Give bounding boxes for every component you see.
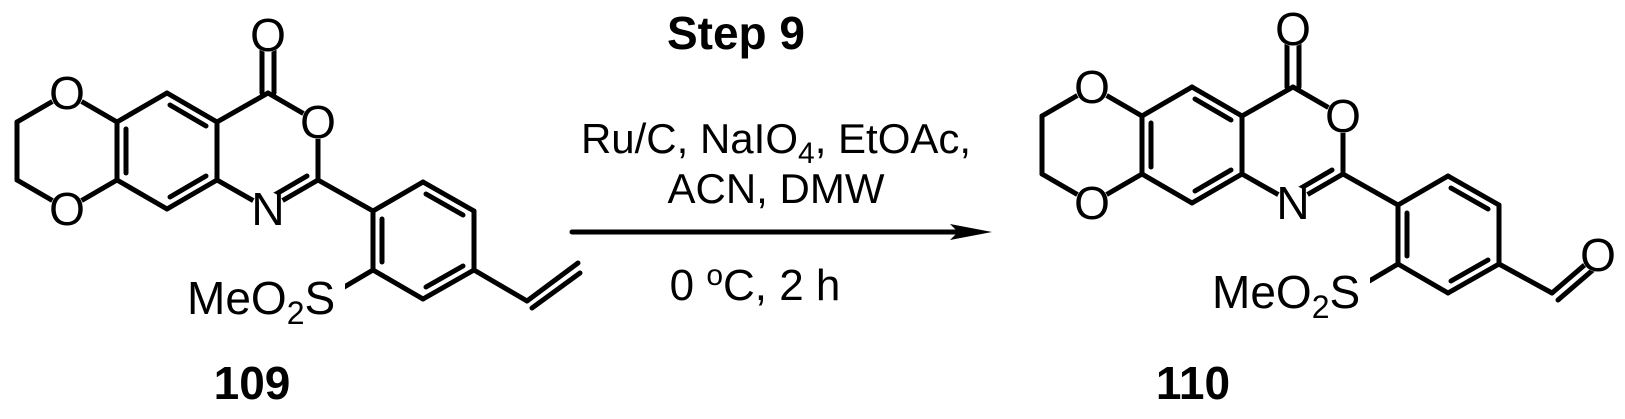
reaction-arrow <box>569 224 992 240</box>
atom-label-ring-oxygen: O <box>1325 90 1361 142</box>
atom-label-dioxane-oxygen-top: O <box>49 67 85 119</box>
atom-label-aldehyde-oxygen: O <box>1580 229 1616 281</box>
atom-label-ring-nitrogen: N <box>1276 177 1309 229</box>
vinyl-group-bonds <box>471 260 583 311</box>
reactant-structure-109: O O O O N MeO2S 109 <box>17 9 583 409</box>
compound-number-109: 109 <box>214 357 291 409</box>
reagents-line-1: Ru/C, NaIO4, EtOAc, <box>581 115 971 170</box>
atom-label-dioxane-oxygen-bottom: O <box>49 183 85 235</box>
reaction-conditions-block: Step 9 Ru/C, NaIO4, EtOAc, ACN, DMW 0 oC… <box>569 7 992 310</box>
step-title: Step 9 <box>667 7 805 59</box>
sulfonyl-group-label: MeO2S <box>187 272 335 331</box>
atom-label-ring-oxygen: O <box>300 96 336 148</box>
product-structure-110: O O O O O N MeO2S 110 <box>1042 3 1616 409</box>
atom-label-carbonyl-oxygen: O <box>250 9 286 61</box>
atom-label-dioxane-oxygen-top: O <box>1074 61 1110 113</box>
atom-label-carbonyl-oxygen: O <box>1275 3 1311 55</box>
aldehyde-oxygen-halo <box>1581 238 1615 272</box>
compound-number-110: 110 <box>1156 357 1230 409</box>
atom-label-dioxane-oxygen-bottom: O <box>1074 177 1110 229</box>
conditions-text: 0 oC, 2 h <box>670 259 841 310</box>
atom-label-ring-nitrogen: N <box>251 183 284 235</box>
sulfonyl-group-label: MeO2S <box>1212 266 1360 325</box>
reagents-line-2: ACN, DMW <box>668 165 885 212</box>
